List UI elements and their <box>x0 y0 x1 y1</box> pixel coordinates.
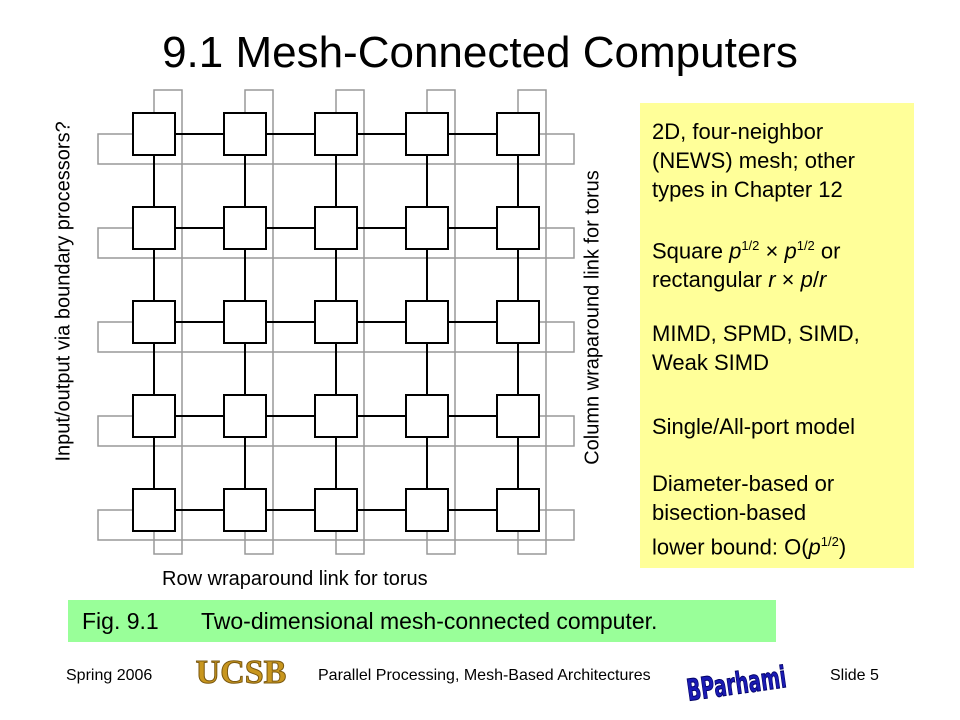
processor-node <box>314 300 358 344</box>
processor-node <box>132 394 176 438</box>
processor-node <box>314 394 358 438</box>
note-line: 2D, four-neighbor <box>652 119 824 144</box>
note-line: types in Chapter 12 <box>652 177 843 202</box>
processor-node <box>132 300 176 344</box>
processor-node <box>405 112 449 156</box>
note-line: bisection-based <box>652 500 807 525</box>
processor-node <box>314 206 358 250</box>
note-line: Weak SIMD <box>652 350 769 375</box>
svg-text:UCSB: UCSB <box>196 654 287 691</box>
mesh-links <box>153 133 519 511</box>
slide-title: 9.1 Mesh-Connected Computers <box>162 28 798 77</box>
note-line: Square p1/2 × p1/2 or <box>652 238 841 264</box>
processor-node <box>496 206 540 250</box>
note-line: Diameter-based or <box>652 471 835 496</box>
processor-node <box>314 112 358 156</box>
row-wrap-link <box>97 509 575 541</box>
ucsb-logo: UCSB <box>185 650 297 692</box>
row-wrap-label: Row wraparound link for torus <box>162 568 428 590</box>
figure-number: Fig. 9.1 <box>82 608 159 634</box>
processor-node <box>405 488 449 532</box>
processor-node <box>132 488 176 532</box>
note-line: lower bound: O(p1/2) <box>652 534 847 560</box>
processor-node <box>405 206 449 250</box>
slide-number: Slide 5 <box>830 667 879 684</box>
footer-course: Parallel Processing, Mesh-Based Architec… <box>318 667 651 684</box>
note-port-model: Single/All-port model <box>652 414 855 439</box>
processor-node <box>314 488 358 532</box>
processor-node <box>223 206 267 250</box>
processor-node <box>496 488 540 532</box>
figure-text: Two-dimensional mesh-connected computer. <box>201 608 658 634</box>
processor-node <box>405 394 449 438</box>
note-bounds: Diameter-based or bisection-based lower … <box>652 469 846 561</box>
processor-node <box>405 300 449 344</box>
svg-text:BParhami: BParhami <box>685 660 788 706</box>
processor-node <box>496 394 540 438</box>
note-line: rectangular r × p/r <box>652 267 827 293</box>
processor-node <box>132 206 176 250</box>
processor-node <box>223 394 267 438</box>
note-models: MIMD, SPMD, SIMD, Weak SIMD <box>652 319 860 377</box>
processor-node <box>132 112 176 156</box>
processor-node <box>223 300 267 344</box>
column-wrap-label: Column wraparound link for torus <box>581 170 604 465</box>
processor-node <box>223 112 267 156</box>
io-label: Input/output via boundary processors? <box>52 121 75 462</box>
figure-caption: Fig. 9.1 Two-dimensional mesh-connected … <box>68 600 776 642</box>
note-shape: Square p1/2 × p1/2 or rectangular r × p/… <box>652 231 840 294</box>
mesh-nodes <box>132 112 540 532</box>
notes-box: 2D, four-neighbor (NEWS) mesh; other typ… <box>640 103 914 568</box>
processor-node <box>496 300 540 344</box>
note-mesh-type: 2D, four-neighbor (NEWS) mesh; other typ… <box>652 117 855 204</box>
processor-node <box>223 488 267 532</box>
footer-date: Spring 2006 <box>66 667 153 684</box>
note-line: (NEWS) mesh; other <box>652 148 855 173</box>
processor-node <box>496 112 540 156</box>
author-logo: BParhami <box>684 660 788 706</box>
note-line: MIMD, SPMD, SIMD, <box>652 321 860 346</box>
